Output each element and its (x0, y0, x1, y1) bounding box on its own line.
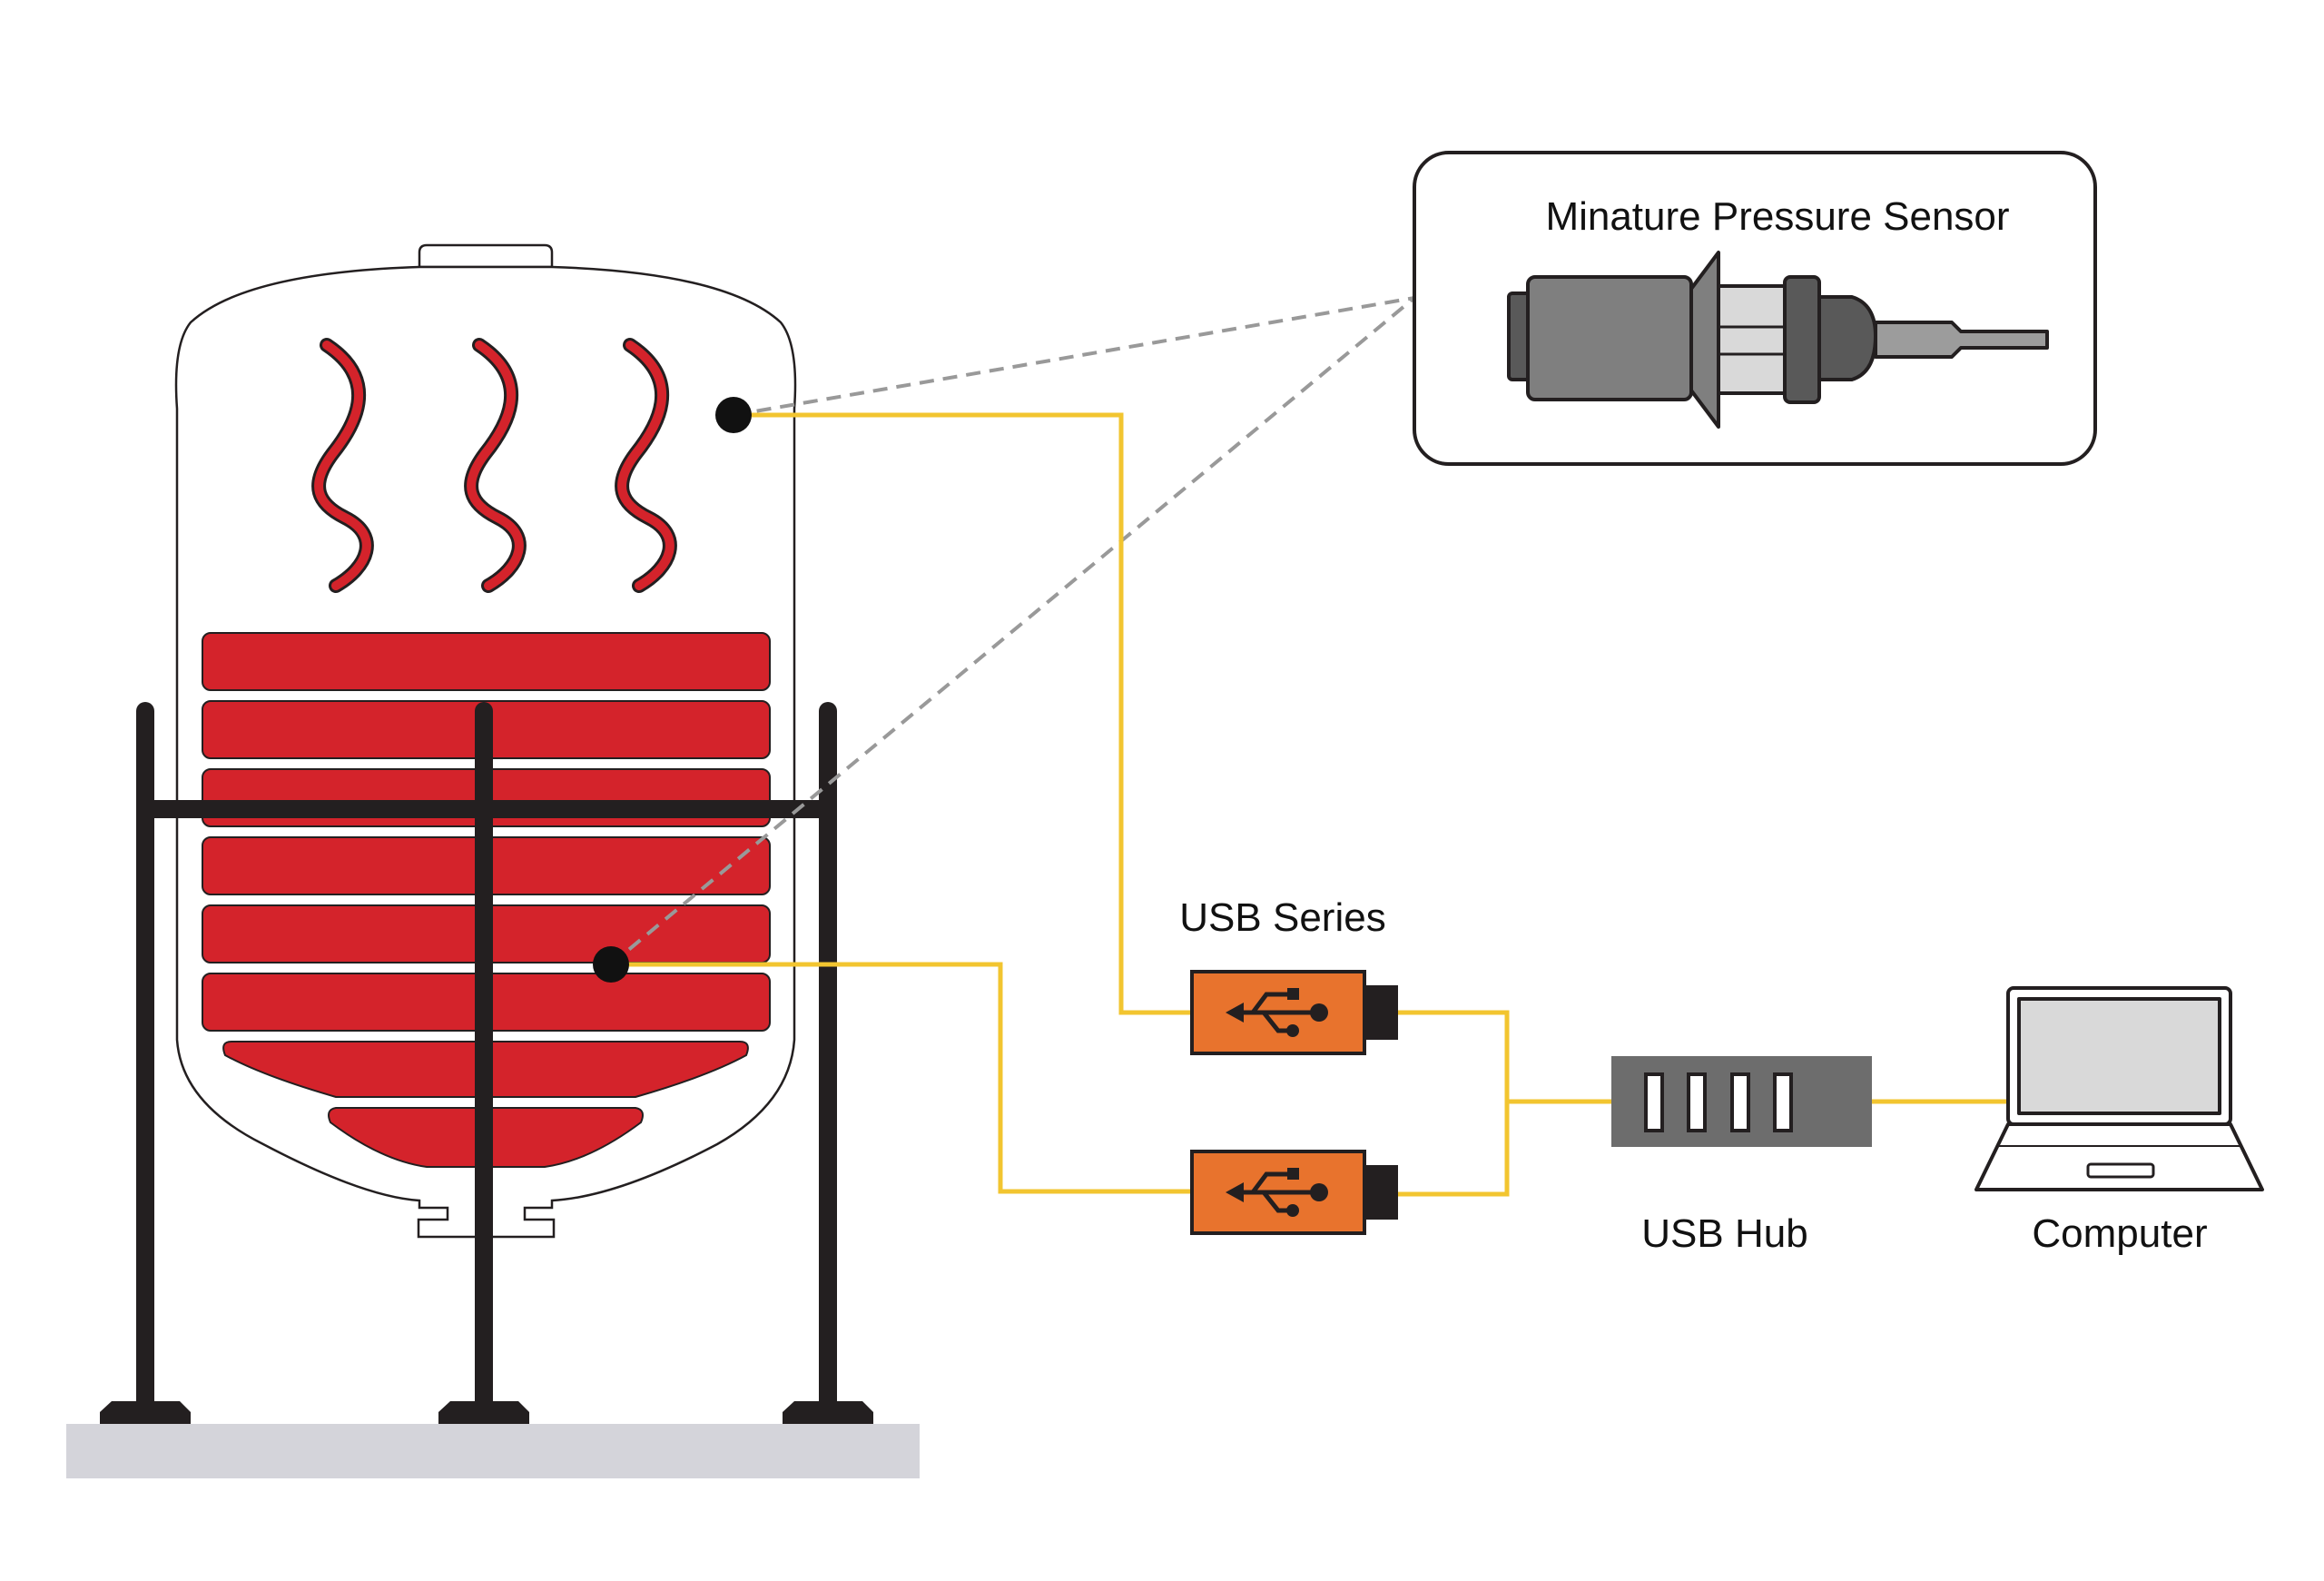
cable-bottom-sensor (611, 962, 1192, 1194)
computer-label: Computer (2032, 1211, 2207, 1256)
usb-icon (1226, 988, 1328, 1037)
ground-base (66, 1424, 920, 1478)
sensor-point-bottom (593, 946, 629, 983)
usb-series-label: USB Series (1179, 895, 1385, 940)
heating-coil (202, 632, 771, 691)
usb-module-bottom (1190, 1150, 1398, 1235)
callout-lines (609, 296, 1416, 966)
sensor-point-top (715, 397, 752, 433)
usb-icon (1226, 1168, 1328, 1217)
sensor-callout-box: Minature Pressure Sensor (1413, 151, 2097, 466)
vessel-stand (100, 702, 873, 1424)
usb-cables (611, 412, 2008, 1197)
usb-hub-icon (1611, 1056, 1872, 1147)
cable-top-sensor (734, 412, 1192, 1015)
usb-hub-label: USB Hub (1641, 1211, 1807, 1256)
laptop-icon (1974, 986, 2264, 1191)
cable-usb-to-hub-top (1398, 1010, 1611, 1104)
sensor-label: Minature Pressure Sensor (1545, 194, 2009, 239)
heat-waves (311, 338, 677, 593)
cable-usb-to-hub-bottom (1398, 1102, 1510, 1197)
pressure-sensor-icon (1507, 251, 2049, 429)
usb-module-top: USB Series (1179, 895, 1398, 1055)
